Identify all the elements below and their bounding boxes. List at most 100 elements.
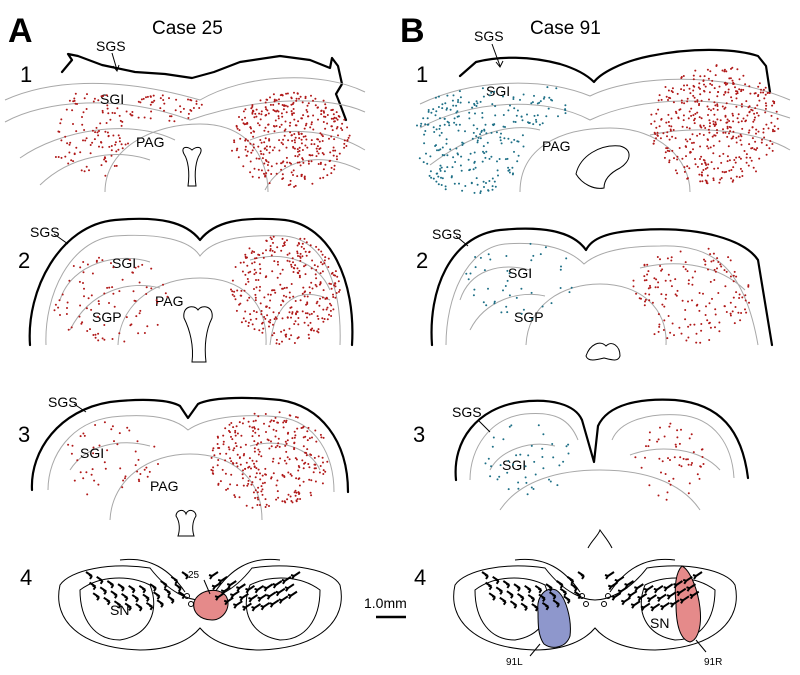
projection-arrow	[627, 590, 638, 599]
cell-dot-a2	[103, 324, 106, 326]
cell-dot-a2	[299, 237, 302, 240]
cell-dot-b2	[508, 294, 511, 297]
cell-dot-b1	[472, 168, 475, 171]
cell-dot-b3	[532, 488, 535, 490]
cell-dot-a1	[294, 155, 297, 157]
cell-dot-b1	[512, 120, 515, 123]
cell-dot-b1	[495, 131, 498, 134]
cell-dot-b3	[690, 433, 693, 436]
cell-dot-b2	[695, 341, 698, 344]
cell-dot-a1	[302, 161, 305, 164]
cell-dot-a1	[153, 99, 156, 102]
cell-dot-a1	[294, 141, 296, 144]
cell-dot-b1	[747, 131, 750, 134]
cell-dot-b1	[707, 128, 710, 131]
cell-dot-a3	[288, 458, 291, 461]
cell-dot-a1	[131, 114, 134, 117]
cell-dot-b2	[646, 263, 649, 266]
cell-dot-a2	[280, 249, 283, 252]
cell-dot-b1	[740, 90, 743, 93]
cell-dot-b3	[648, 439, 651, 441]
cell-dot-b1	[717, 167, 719, 170]
cell-dot-a1	[326, 174, 329, 177]
cell-dot-a3	[233, 447, 236, 450]
cell-dot-b2	[649, 286, 652, 289]
cell-dot-b1	[454, 161, 457, 163]
cell-dot-a2	[288, 252, 291, 255]
cell-dot-a3	[277, 496, 280, 499]
cell-dot-a3	[238, 421, 241, 424]
cell-dot-b1	[482, 95, 485, 98]
cell-dot-a2	[233, 290, 236, 293]
cell-dot-a1	[315, 155, 318, 158]
cell-dot-a1	[85, 137, 88, 140]
cell-dot-a3	[308, 478, 311, 481]
cell-dot-a1	[60, 139, 63, 142]
cell-dot-a3	[291, 501, 294, 504]
cell-dot-b1	[735, 156, 738, 159]
cell-dot-a3	[294, 489, 297, 492]
cell-dot-a1	[60, 156, 63, 159]
cell-dot-b1	[704, 85, 707, 88]
cell-dot-a2	[293, 323, 296, 325]
cell-dot-b1	[725, 70, 728, 73]
cell-dot-a2	[111, 286, 114, 289]
cell-dot-a2	[281, 299, 284, 302]
projection-arrow	[99, 586, 108, 595]
cell-dot-a1	[312, 128, 315, 131]
cell-dot-b1	[433, 131, 436, 133]
cell-dot-b2	[708, 321, 711, 324]
cell-dot-b1	[493, 180, 496, 183]
cell-dot-b2	[687, 279, 690, 282]
cell-dot-a2	[329, 302, 331, 305]
cell-dot-a1	[59, 122, 62, 125]
cell-dot-b1	[479, 137, 482, 140]
projection-arrow	[620, 596, 631, 606]
cell-dot-a2	[301, 292, 304, 295]
cell-dot-b1	[712, 177, 715, 180]
cell-dot-b3	[512, 463, 514, 466]
cell-dot-a2	[283, 241, 286, 244]
cell-dot-a1	[317, 106, 319, 109]
cell-dot-b1	[693, 119, 695, 122]
cell-dot-a1	[254, 112, 257, 115]
cell-dot-a3	[284, 444, 287, 447]
cell-dot-a3	[286, 456, 289, 459]
cell-dot-a3	[126, 426, 129, 429]
pag-boundary-a3	[109, 453, 263, 521]
cell-dot-b1	[535, 118, 537, 121]
cell-dot-a2	[253, 268, 256, 271]
cell-dot-a2	[332, 296, 335, 298]
cell-dot-b1	[451, 166, 454, 169]
label-pag-a1: PAG	[136, 134, 165, 150]
cell-dot-b2	[670, 259, 673, 262]
cell-dot-b3	[491, 445, 494, 448]
cell-dot-a2	[310, 329, 313, 332]
cell-dot-a1	[298, 161, 301, 164]
cell-dot-b1	[435, 110, 438, 113]
cell-dot-b1	[762, 91, 765, 94]
cell-dot-b1	[459, 96, 462, 99]
projection-arrow	[226, 580, 237, 589]
cell-dot-a1	[110, 145, 113, 147]
cell-dot-b3	[567, 452, 570, 455]
cell-dot-b1	[546, 86, 549, 89]
projection-arrow	[527, 594, 536, 603]
cell-dot-a3	[238, 496, 241, 499]
cell-dot-a2	[309, 244, 312, 247]
cell-dot-b2	[723, 269, 726, 272]
cell-dot-b1	[734, 161, 737, 164]
cell-dot-a2	[333, 284, 336, 287]
cell-dot-b1	[476, 127, 479, 130]
section-a2: SGS SGI PAG SGP	[28, 217, 354, 363]
cell-dot-a2	[244, 283, 247, 286]
cell-dot-b3	[526, 493, 529, 496]
cell-dot-a2	[272, 311, 275, 314]
cell-dot-a1	[267, 169, 270, 172]
cell-dot-b1	[539, 100, 542, 103]
cell-dot-a3	[265, 503, 268, 506]
cell-dot-b1	[471, 137, 474, 140]
cell-dot-a2	[276, 276, 279, 279]
cell-dot-b1	[707, 163, 710, 166]
cell-dot-a1	[311, 182, 314, 185]
